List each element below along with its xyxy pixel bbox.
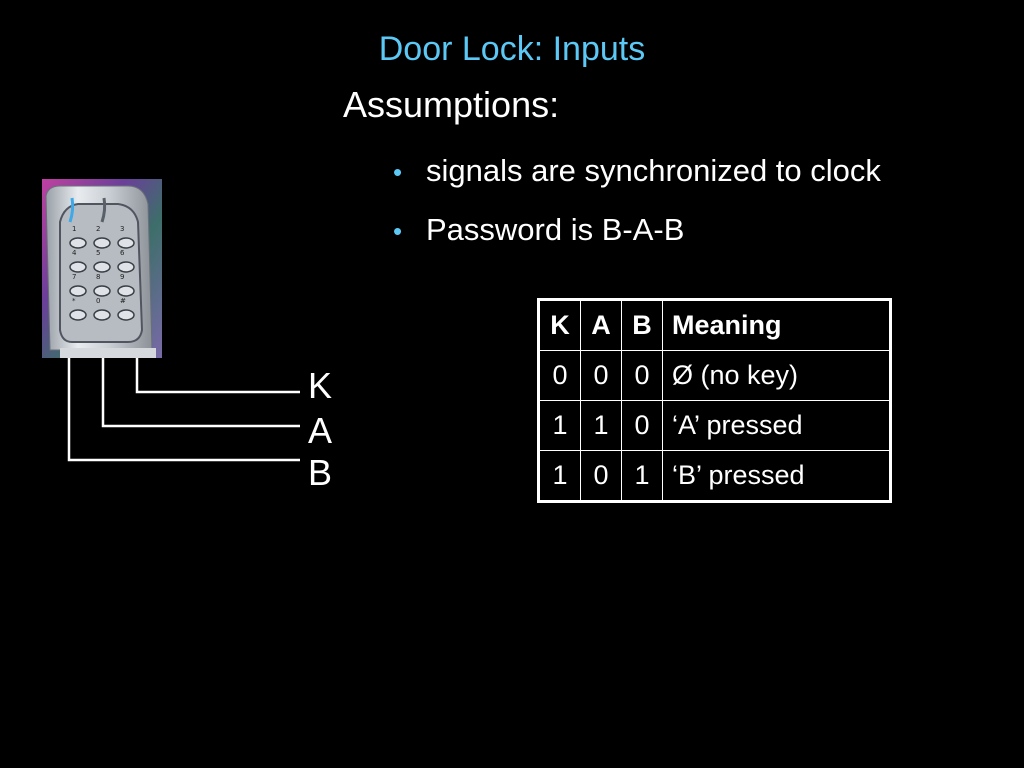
keypad-key: 1 — [69, 225, 87, 249]
cell-b: 0 — [621, 400, 663, 451]
key-button — [117, 285, 135, 297]
key-button — [117, 309, 135, 321]
key-button — [93, 237, 111, 249]
table-row: 1 0 1 ‘B’ pressed — [538, 450, 891, 502]
key-button — [69, 285, 87, 297]
keypad-key: 2 — [93, 225, 111, 249]
key-button — [117, 237, 135, 249]
cell-k: 0 — [538, 350, 581, 401]
column-header-meaning: Meaning — [662, 299, 891, 351]
cell-meaning: ‘A’ pressed — [662, 400, 891, 451]
keypad-key: * — [69, 297, 87, 321]
keypad-key: 5 — [93, 249, 111, 273]
column-header-b: B — [621, 299, 663, 351]
cell-b: 1 — [621, 450, 663, 502]
key-label: 5 — [96, 249, 100, 257]
slide-title: Door Lock: Inputs — [378, 30, 646, 68]
truth-table: K A B Meaning 0 0 0 Ø (no key) 1 1 0 ‘A’… — [537, 298, 892, 503]
key-button — [93, 285, 111, 297]
keypad-key: 3 — [117, 225, 135, 249]
key-label: 6 — [120, 249, 125, 257]
key-button — [69, 237, 87, 249]
key-label: 7 — [72, 273, 76, 281]
keypad-key: 0 — [93, 297, 111, 321]
key-label: 9 — [120, 273, 124, 281]
wire-label-a: A — [308, 410, 333, 451]
bullet-text: Password is B-A-B — [426, 212, 685, 247]
table-row: 0 0 0 Ø (no key) — [538, 350, 891, 401]
column-header-a: A — [580, 299, 622, 351]
keypad-key: # — [117, 297, 135, 321]
keypad-key: 8 — [93, 273, 111, 297]
wire-label-k: K — [308, 365, 333, 406]
led-icon — [68, 197, 75, 223]
key-label: 1 — [72, 225, 76, 233]
cell-meaning: ‘B’ pressed — [662, 450, 891, 502]
keypad-key: 4 — [69, 249, 87, 273]
bullet-text: signals are synchronized to clock — [426, 153, 881, 188]
key-label: 4 — [72, 249, 77, 257]
bullet-icon: • — [393, 157, 403, 187]
keypad-key: 9 — [117, 273, 135, 297]
led-icon — [100, 197, 107, 223]
key-label: 2 — [96, 225, 100, 233]
wires — [67, 358, 300, 462]
list-item: • Password is B-A-B — [393, 201, 881, 260]
key-label: 8 — [96, 273, 100, 281]
keypad-base — [60, 348, 156, 358]
keypad-image: 1 2 3 4 5 6 7 8 9 * 0 # — [42, 179, 162, 358]
cell-k: 1 — [538, 400, 581, 451]
wire-k — [135, 358, 300, 394]
cell-meaning: Ø (no key) — [662, 350, 891, 401]
bullet-icon: • — [393, 216, 403, 246]
keypad-key: 7 — [69, 273, 87, 297]
key-label: 3 — [120, 225, 124, 233]
cell-b: 0 — [621, 350, 663, 401]
key-button — [69, 309, 87, 321]
key-label: 0 — [96, 297, 100, 305]
table-header-row: K A B Meaning — [538, 299, 891, 351]
list-item: • signals are synchronized to clock — [393, 142, 881, 201]
wire-b — [67, 358, 300, 462]
key-label: * — [72, 297, 76, 305]
key-label: # — [120, 297, 126, 305]
cell-a: 0 — [580, 450, 622, 502]
keypad-keys: 1 2 3 4 5 6 7 8 9 * 0 # — [69, 225, 135, 321]
column-header-k: K — [538, 299, 581, 351]
wire-label-b: B — [308, 452, 333, 493]
cell-a: 0 — [580, 350, 622, 401]
key-button — [69, 261, 87, 273]
table-row: 1 1 0 ‘A’ pressed — [538, 400, 891, 451]
key-button — [93, 309, 111, 321]
cell-a: 1 — [580, 400, 622, 451]
key-button — [117, 261, 135, 273]
cell-k: 1 — [538, 450, 581, 502]
assumptions-heading: Assumptions: — [343, 84, 560, 125]
assumptions-list: • signals are synchronized to clock • Pa… — [393, 142, 881, 260]
wire-a — [101, 358, 300, 428]
key-button — [93, 261, 111, 273]
keypad-key: 6 — [117, 249, 135, 273]
